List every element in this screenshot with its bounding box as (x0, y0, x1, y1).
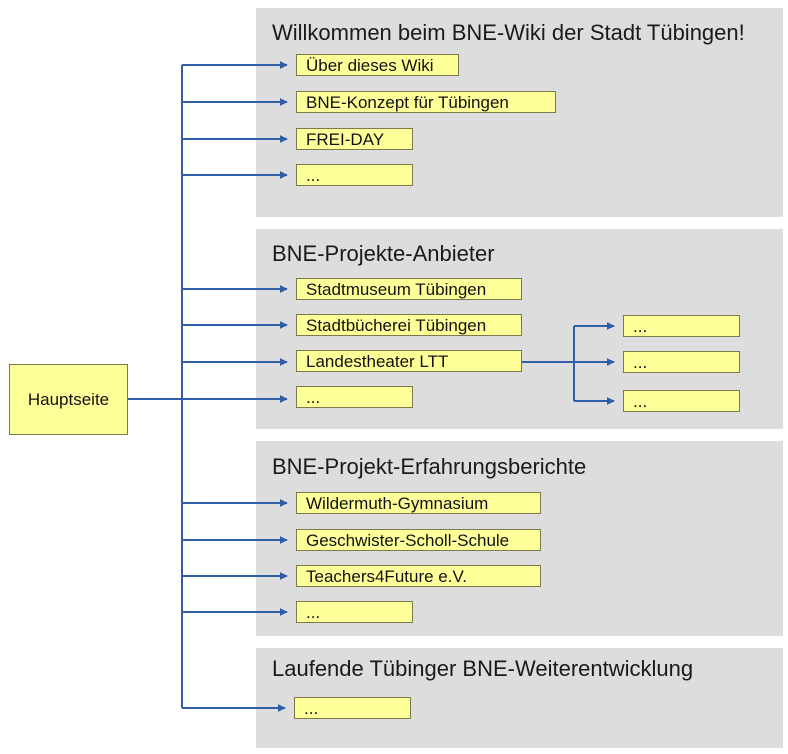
node-ltt-sub-3[interactable]: ... (623, 390, 740, 412)
node-wildermuth[interactable]: Wildermuth-Gymnasium (296, 492, 541, 514)
node-bne-konzept[interactable]: BNE-Konzept für Tübingen (296, 91, 556, 113)
node-development-more[interactable]: ... (294, 697, 411, 719)
node-welcome-more[interactable]: ... (296, 164, 413, 186)
root-node-hauptseite[interactable]: Hauptseite (9, 364, 128, 435)
node-ueber-dieses-wiki[interactable]: Über dieses Wiki (296, 54, 459, 76)
node-stadtmuseum[interactable]: Stadtmuseum Tübingen (296, 278, 522, 300)
node-landestheater[interactable]: Landestheater LTT (296, 350, 522, 372)
node-ltt-sub-2[interactable]: ... (623, 351, 740, 373)
node-reports-more[interactable]: ... (296, 601, 413, 623)
section-title-welcome: Willkommen beim BNE-Wiki der Stadt Tübin… (272, 20, 745, 45)
node-stadtbuecherei[interactable]: Stadtbücherei Tübingen (296, 314, 522, 336)
node-geschwister-scholl[interactable]: Geschwister-Scholl-Schule (296, 529, 541, 551)
section-title-providers: BNE-Projekte-Anbieter (272, 241, 495, 266)
section-title-reports: BNE-Projekt-Erfahrungsberichte (272, 454, 587, 479)
section-title-development: Laufende Tübinger BNE-Weiterentwicklung (272, 656, 694, 681)
node-providers-more[interactable]: ... (296, 386, 413, 408)
node-ltt-sub-1[interactable]: ... (623, 315, 740, 337)
node-teachers4future[interactable]: Teachers4Future e.V. (296, 565, 541, 587)
node-frei-day[interactable]: FREI-DAY (296, 128, 413, 150)
